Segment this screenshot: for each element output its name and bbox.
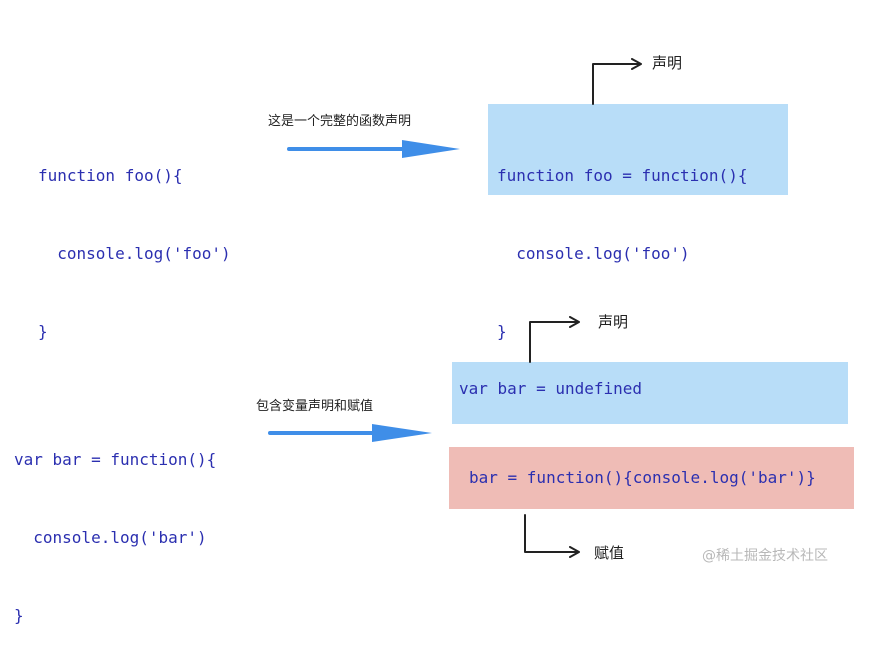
example2-transform-arrow bbox=[268, 424, 432, 442]
example2-assignment-box bbox=[449, 447, 854, 509]
example1-declaration-box bbox=[488, 104, 788, 195]
code-line: console.log('foo') bbox=[38, 244, 231, 263]
example1-declaration-tag: 声明 bbox=[652, 54, 683, 72]
example2-declaration-code: var bar = undefined bbox=[459, 379, 643, 398]
example2-arrow-label: 包含变量声明和赋值 bbox=[256, 399, 374, 414]
example1-declaration-pointer bbox=[592, 58, 642, 105]
example2-declaration-tag: 声明 bbox=[598, 313, 629, 331]
watermark: @稀土掘金技术社区 bbox=[702, 548, 828, 564]
code-line: console.log('bar') bbox=[14, 528, 207, 547]
example2-assignment-code: bar = function(){console.log('bar')} bbox=[469, 468, 816, 487]
example1-transform-arrow bbox=[287, 140, 460, 158]
code-line: } bbox=[38, 322, 48, 341]
example2-declaration-box bbox=[452, 362, 848, 424]
code-line: var bar = function(){ bbox=[14, 450, 217, 469]
code-line: function foo = function(){ bbox=[497, 166, 748, 185]
example1-arrow-label: 这是一个完整的函数声明 bbox=[268, 114, 412, 129]
code-line: } bbox=[497, 322, 507, 341]
code-line: } bbox=[14, 606, 24, 625]
example2-assignment-tag: 赋值 bbox=[594, 544, 625, 562]
example2-assignment-pointer bbox=[524, 514, 580, 558]
example1-source-code: function foo(){ console.log('foo') } bbox=[38, 111, 231, 371]
example1-declaration-code: function foo = function(){ console.log('… bbox=[497, 111, 747, 371]
example2-source-code: var bar = function(){ console.log('bar')… bbox=[14, 395, 216, 655]
code-line: console.log('foo') bbox=[497, 244, 690, 263]
code-line: function foo(){ bbox=[38, 166, 183, 185]
